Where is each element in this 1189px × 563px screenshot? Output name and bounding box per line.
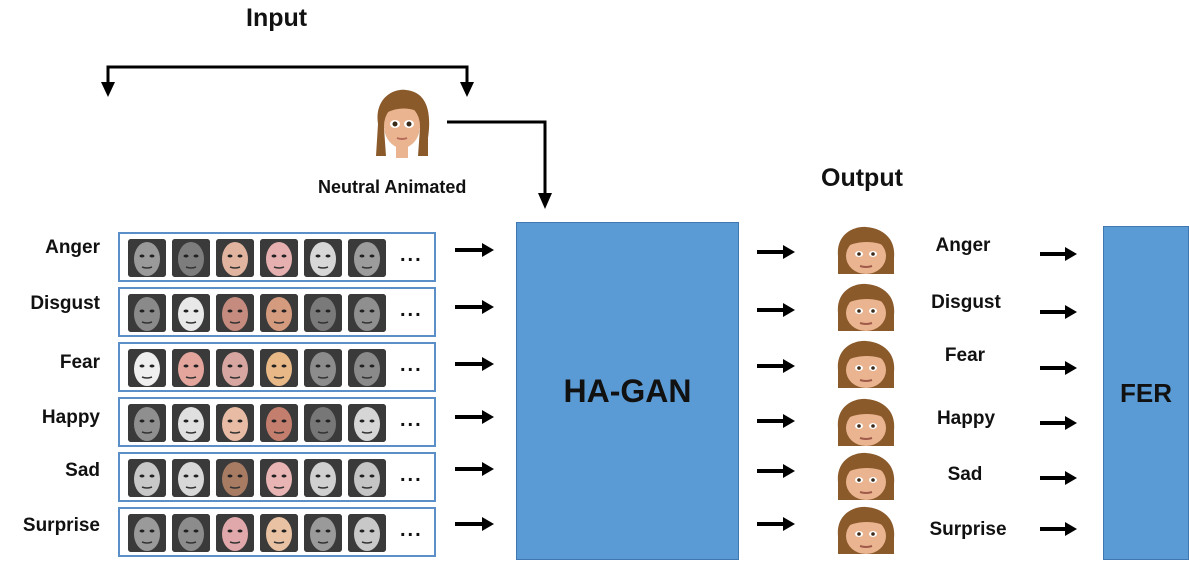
input-to-model-arrow bbox=[455, 462, 494, 476]
face-photo-thumbnail bbox=[260, 294, 298, 332]
output-to-fer-arrow bbox=[1040, 471, 1077, 485]
output-title: Output bbox=[821, 164, 903, 192]
input-to-model-arrow bbox=[455, 357, 494, 371]
fer-classifier-box: FER bbox=[1103, 226, 1189, 560]
face-photo-thumbnail bbox=[216, 239, 254, 277]
face-photo-thumbnail bbox=[260, 239, 298, 277]
ellipsis: ... bbox=[400, 409, 423, 431]
ellipsis: ... bbox=[400, 464, 423, 486]
input-emotion-fear: Fear bbox=[59, 352, 100, 373]
face-photo-thumbnail bbox=[216, 349, 254, 387]
face-photo-thumbnail bbox=[260, 459, 298, 497]
face-photo-thumbnail bbox=[172, 239, 210, 277]
face-photo-thumbnail bbox=[260, 514, 298, 552]
output-to-fer-arrow bbox=[1040, 361, 1077, 375]
model-to-output-arrow bbox=[757, 414, 795, 428]
face-photo-thumbnail bbox=[304, 239, 342, 277]
face-strip-sad: ... bbox=[118, 452, 436, 502]
face-photo-thumbnail bbox=[216, 514, 254, 552]
input-bracket-line bbox=[106, 65, 469, 92]
face-photo-thumbnail bbox=[260, 404, 298, 442]
input-to-model-arrow bbox=[455, 410, 494, 424]
face-photo-thumbnail bbox=[172, 514, 210, 552]
model-to-output-arrow bbox=[757, 464, 795, 478]
face-photo-thumbnail bbox=[172, 349, 210, 387]
face-strip-fear: ... bbox=[118, 342, 436, 392]
input-to-model-arrow bbox=[455, 243, 494, 257]
ellipsis: ... bbox=[400, 244, 423, 266]
output-to-fer-arrow bbox=[1040, 247, 1077, 261]
face-strip-surprise: ... bbox=[118, 507, 436, 557]
face-photo-thumbnail bbox=[260, 349, 298, 387]
face-photo-thumbnail bbox=[304, 404, 342, 442]
face-photo-thumbnail bbox=[172, 294, 210, 332]
input-emotion-surprise: Surprise bbox=[22, 515, 100, 536]
face-photo-thumbnail bbox=[128, 239, 166, 277]
neutral-animated-avatar bbox=[370, 88, 434, 160]
face-photo-thumbnail bbox=[128, 514, 166, 552]
output-emotion-anger: Anger bbox=[935, 235, 991, 256]
face-strip-anger: ... bbox=[118, 232, 436, 282]
face-photo-thumbnail bbox=[348, 294, 386, 332]
face-photo-thumbnail bbox=[304, 294, 342, 332]
output-emotion-fear: Fear bbox=[944, 345, 986, 366]
bracket-right-arrowhead bbox=[460, 82, 474, 97]
model-to-output-arrow bbox=[757, 517, 795, 531]
output-animated-face bbox=[832, 452, 900, 504]
input-to-model-arrow bbox=[455, 517, 494, 531]
face-photo-thumbnail bbox=[304, 514, 342, 552]
face-photo-thumbnail bbox=[216, 404, 254, 442]
face-photo-thumbnail bbox=[348, 404, 386, 442]
face-photo-thumbnail bbox=[128, 294, 166, 332]
face-strip-disgust: ... bbox=[118, 287, 436, 337]
output-emotion-disgust: Disgust bbox=[931, 292, 1001, 313]
face-strip-happy: ... bbox=[118, 397, 436, 447]
output-to-fer-arrow bbox=[1040, 416, 1077, 430]
input-to-model-arrow bbox=[455, 300, 494, 314]
face-photo-thumbnail bbox=[348, 349, 386, 387]
output-emotion-surprise: Surprise bbox=[929, 519, 1007, 540]
face-photo-thumbnail bbox=[128, 459, 166, 497]
ha-gan-model-box: HA-GAN bbox=[516, 222, 739, 560]
bracket-left-arrowhead bbox=[101, 82, 115, 97]
output-to-fer-arrow bbox=[1040, 305, 1077, 319]
face-photo-thumbnail bbox=[172, 459, 210, 497]
output-animated-face bbox=[832, 340, 900, 392]
output-emotion-happy: Happy bbox=[936, 408, 996, 429]
input-emotion-anger: Anger bbox=[45, 237, 100, 258]
model-to-output-arrow bbox=[757, 245, 795, 259]
face-photo-thumbnail bbox=[128, 404, 166, 442]
model-to-output-arrow bbox=[757, 359, 795, 373]
input-emotion-happy: Happy bbox=[41, 407, 100, 428]
neutral-animated-label: Neutral Animated bbox=[318, 177, 467, 197]
face-photo-thumbnail bbox=[304, 349, 342, 387]
face-photo-thumbnail bbox=[348, 459, 386, 497]
input-emotion-sad: Sad bbox=[65, 460, 100, 481]
ellipsis: ... bbox=[400, 519, 423, 541]
neutral-to-model-line bbox=[447, 120, 547, 196]
output-emotion-sad: Sad bbox=[947, 464, 983, 485]
output-animated-face bbox=[832, 398, 900, 450]
output-animated-face bbox=[832, 506, 900, 558]
ellipsis: ... bbox=[400, 354, 423, 376]
face-photo-thumbnail bbox=[304, 459, 342, 497]
ellipsis: ... bbox=[400, 299, 423, 321]
face-photo-thumbnail bbox=[348, 239, 386, 277]
face-photo-thumbnail bbox=[348, 514, 386, 552]
face-photo-thumbnail bbox=[128, 349, 166, 387]
face-photo-thumbnail bbox=[216, 294, 254, 332]
input-title: Input bbox=[246, 4, 308, 32]
face-photo-thumbnail bbox=[172, 404, 210, 442]
output-animated-face bbox=[832, 226, 900, 278]
output-animated-face bbox=[832, 283, 900, 335]
face-photo-thumbnail bbox=[216, 459, 254, 497]
input-emotion-disgust: Disgust bbox=[30, 293, 100, 314]
model-to-output-arrow bbox=[757, 303, 795, 317]
output-to-fer-arrow bbox=[1040, 522, 1077, 536]
neutral-to-model-arrowhead bbox=[538, 193, 552, 209]
